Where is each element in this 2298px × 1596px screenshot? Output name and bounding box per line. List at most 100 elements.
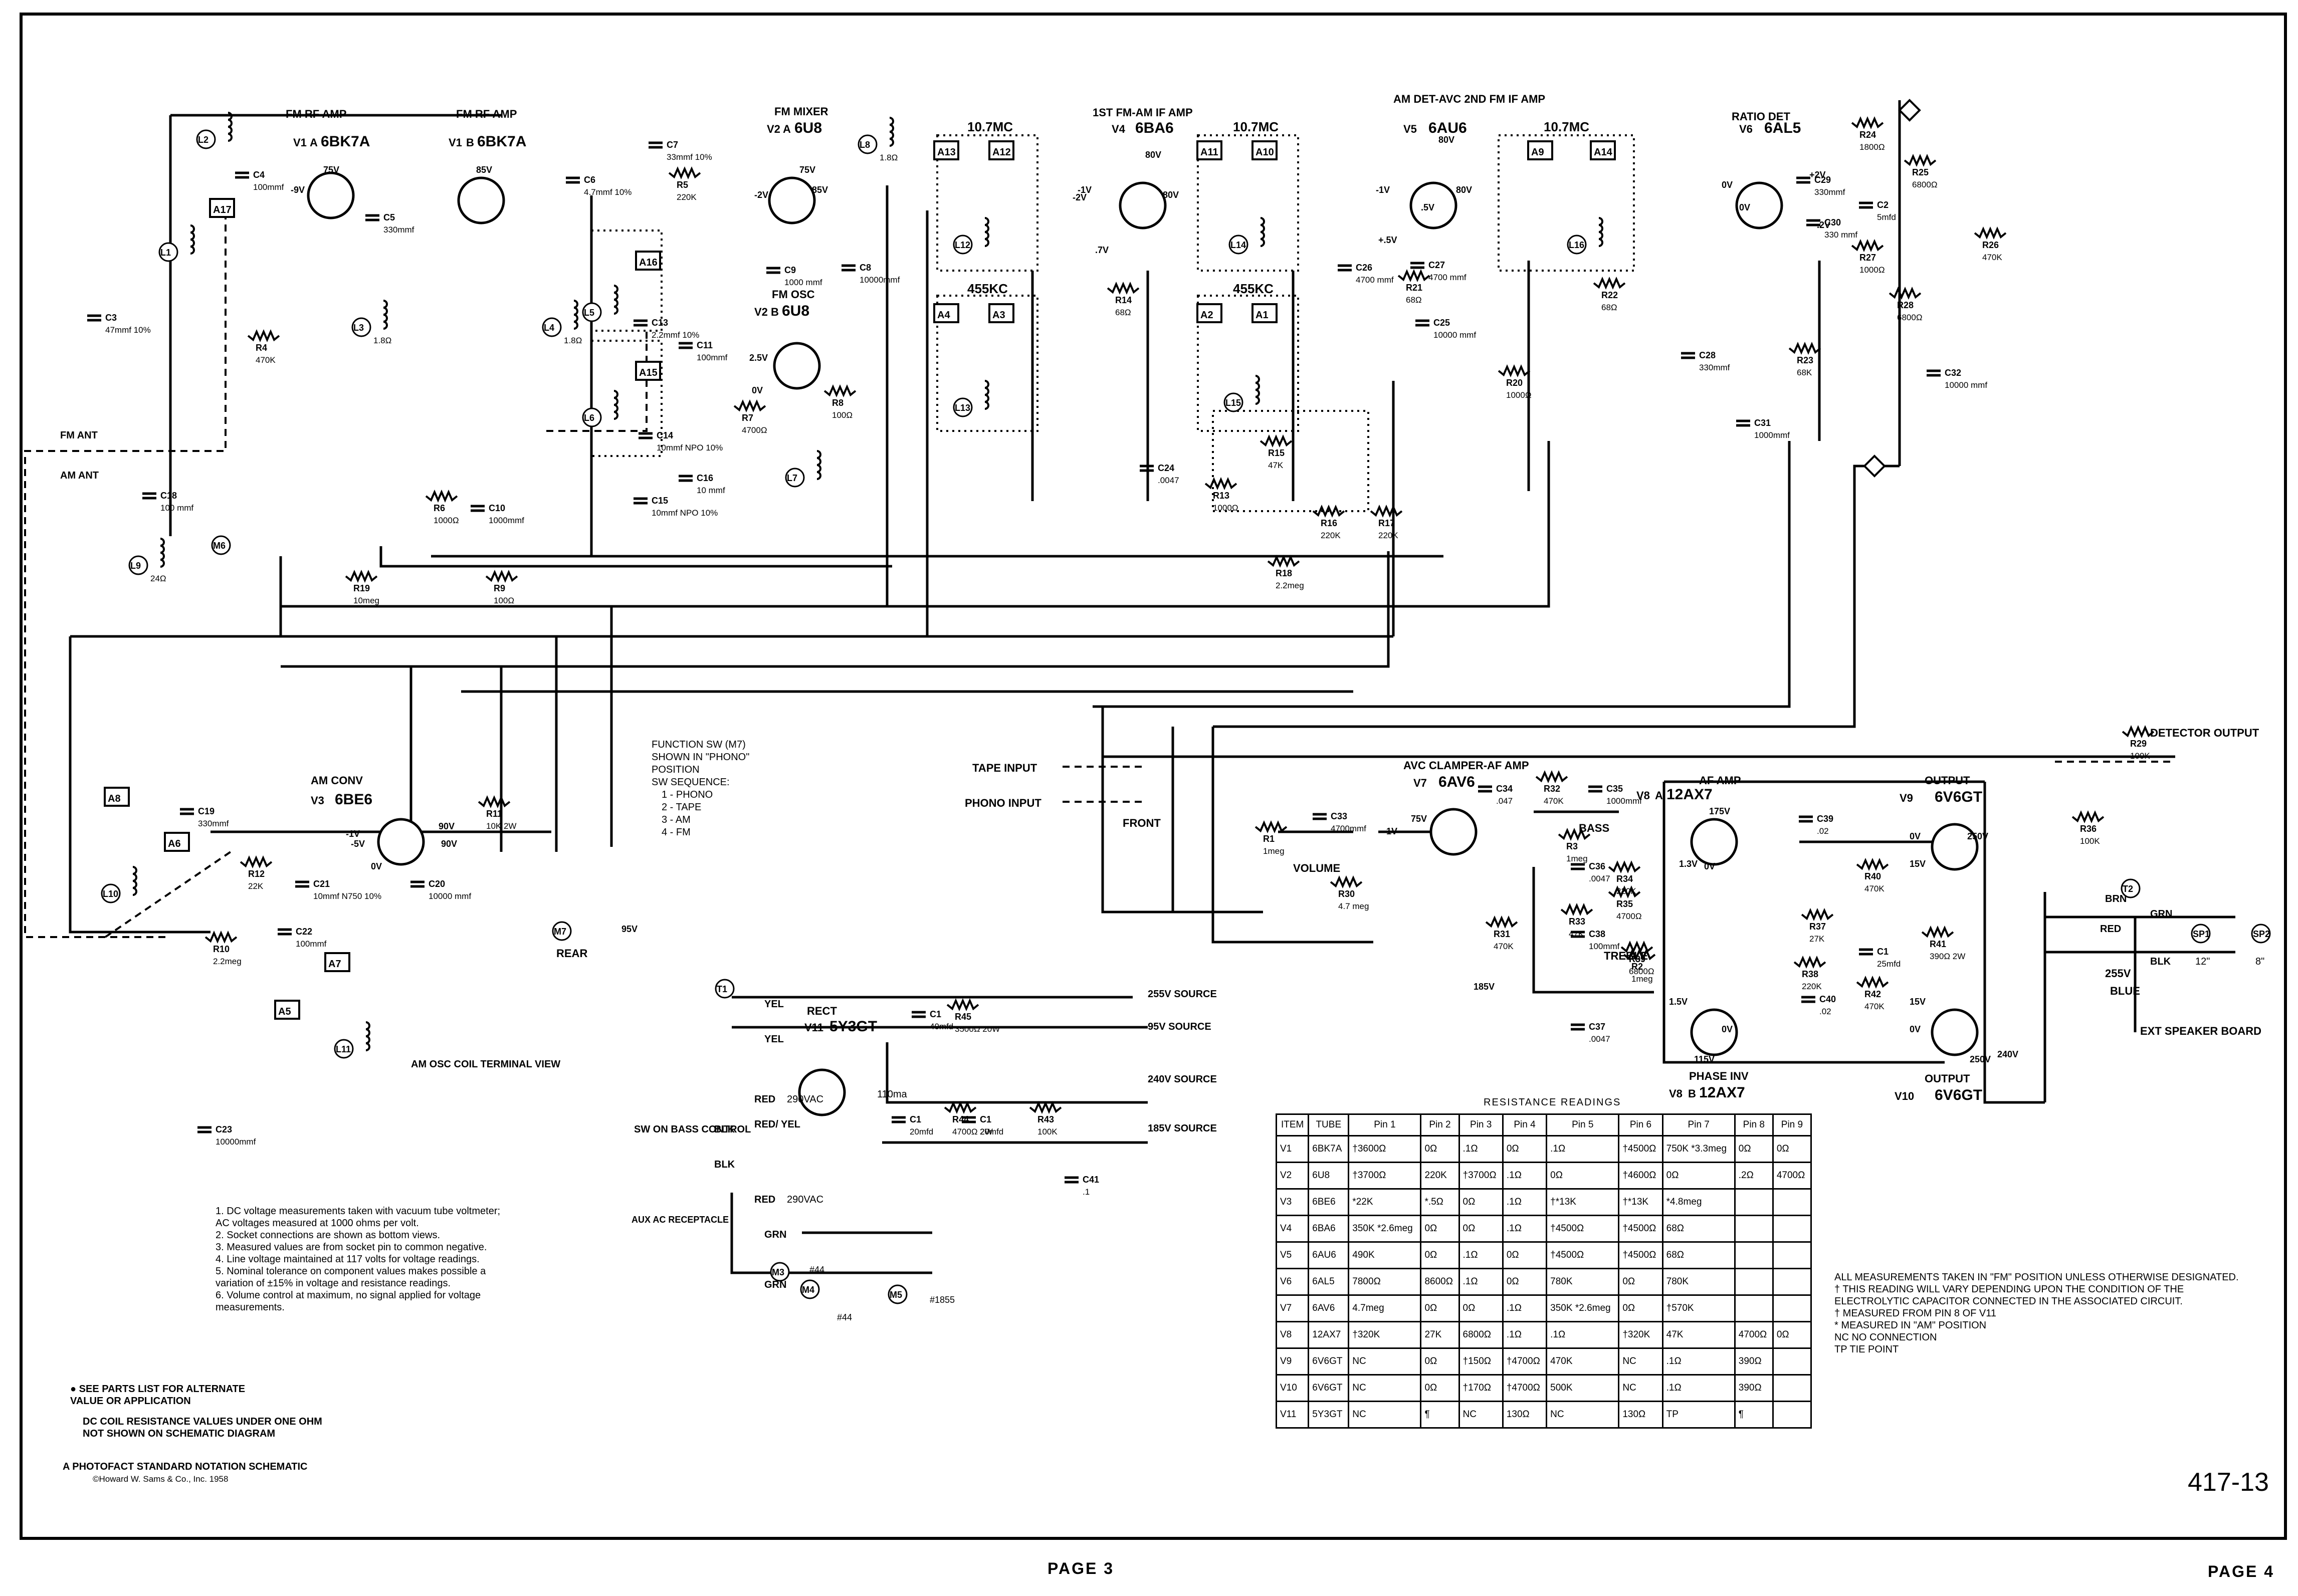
resistor-ref: R35 xyxy=(1616,899,1633,909)
capacitor-symbol xyxy=(278,928,292,936)
source-labels: 255V SOURCE 95V SOURCE 240V SOURCE 185V … xyxy=(1148,989,1217,1134)
table-cell: †150Ω xyxy=(1458,1347,1504,1376)
voltage-label: +2V xyxy=(1809,170,1826,180)
tube-type: 6BK7A xyxy=(477,133,526,150)
note-line: 1. DC voltage measurements taken with va… xyxy=(216,1206,501,1217)
measurement-note: NC NO CONNECTION xyxy=(1834,1332,1937,1343)
tube-type: 6BK7A xyxy=(321,133,370,150)
capacitor-symbol xyxy=(1410,262,1424,269)
note-line: 6. Volume control at maximum, no signal … xyxy=(216,1290,481,1301)
table-cell: 12AX7 xyxy=(1308,1321,1350,1349)
tube-v11: RECT V11 5Y3GT xyxy=(798,1005,877,1116)
table-cell: V3 xyxy=(1275,1188,1310,1216)
capacitor-ref: C2 xyxy=(1877,200,1889,210)
resistor-symbol xyxy=(733,399,766,412)
table-cell: V5 xyxy=(1275,1241,1310,1269)
tube-v7: AVC CLAMPER-AF AMP V7 6AV6 xyxy=(1403,759,1529,856)
table-cell: .1Ω xyxy=(1502,1294,1548,1322)
table-cell: 750K *3.3meg xyxy=(1661,1135,1736,1163)
voltage-label: 1.5V xyxy=(1669,997,1688,1007)
page-label-left: PAGE 3 xyxy=(1048,1559,1114,1577)
tube-function: AVC CLAMPER-AF AMP xyxy=(1403,759,1529,772)
resistance-table-title: RESISTANCE READINGS xyxy=(1484,1097,1621,1108)
misc-ref: SP1 xyxy=(2193,929,2210,939)
capacitor-ref: C28 xyxy=(1699,350,1716,360)
table-cell: 0Ω xyxy=(1734,1135,1774,1163)
measurement-note: † THIS READING WILL VARY DEPENDING UPON … xyxy=(1834,1284,2184,1295)
table-cell: 0Ω xyxy=(1772,1135,1812,1163)
resistor-value: 100K xyxy=(1037,1127,1058,1136)
voltage-label: 0V xyxy=(1704,861,1715,871)
ref-circle xyxy=(800,1279,820,1299)
table-cell: 6V6GT xyxy=(1308,1347,1350,1376)
resistor-symbol xyxy=(946,998,979,1011)
capacitor-symbol xyxy=(679,342,693,349)
capacitor-symbol xyxy=(180,808,194,815)
resistor-ref: R1 xyxy=(1263,834,1275,844)
footer-line: A PHOTOFACT STANDARD NOTATION SCHEMATIC xyxy=(63,1461,308,1472)
coil-ref: L11 xyxy=(336,1044,351,1054)
voltage-label: 90V xyxy=(441,839,457,849)
resistor-symbol xyxy=(1856,976,1889,989)
resistor-value: 10meg xyxy=(353,596,379,605)
coil-ref: L14 xyxy=(1230,240,1246,250)
table-cell: NC xyxy=(1348,1401,1422,1429)
tube-function: OUTPUT xyxy=(1925,774,1970,787)
coil-ref: L5 xyxy=(584,308,594,318)
grn-label: GRN xyxy=(764,1229,786,1240)
resistor-symbol xyxy=(345,570,378,583)
tube-v8b: PHASE INV V8 B 12AX7 xyxy=(1669,1008,1749,1101)
trimmer-box xyxy=(209,198,235,218)
capacitor-symbol xyxy=(1478,785,1492,793)
resistor-ref: R13 xyxy=(1213,491,1229,501)
capacitor-value: 10mmf NPO 10% xyxy=(657,443,723,452)
coil-symbol xyxy=(613,390,618,420)
voltage-label: -2V xyxy=(754,190,768,200)
resistor-symbol xyxy=(1312,505,1345,518)
resistor-symbol xyxy=(1608,860,1641,873)
coil-ref: L1 xyxy=(160,248,171,258)
resistor-value: 1meg xyxy=(1263,846,1285,856)
capacitor-value: 330mmf xyxy=(383,225,414,235)
table-cell: .2Ω xyxy=(1734,1162,1774,1190)
coil-value: 1.8Ω xyxy=(373,336,391,345)
tube-section: B xyxy=(1688,1087,1696,1100)
ref-circle xyxy=(953,397,973,417)
capacitor-value: 2.2mmf 10% xyxy=(652,330,699,340)
aux-ac-label: AUX AC RECEPTACLE xyxy=(632,1215,729,1225)
capacitor-ref: C15 xyxy=(652,496,668,506)
tube-ref: V5 xyxy=(1403,123,1417,135)
capacitor-symbol xyxy=(892,1116,906,1123)
capacitor-value: 1000mmf xyxy=(1754,430,1790,440)
table-cell: 470K xyxy=(1546,1347,1620,1376)
resistor-ref: R7 xyxy=(742,413,753,423)
resistor-ref: R4 xyxy=(256,343,267,353)
table-cell: TP xyxy=(1661,1401,1736,1429)
capacitor-symbol xyxy=(142,492,156,500)
lamp-label: #1855 xyxy=(930,1295,955,1305)
tube-function: AM CONV xyxy=(311,774,363,787)
resistor-ref: R38 xyxy=(1802,969,1818,979)
resistor-symbol xyxy=(1267,555,1300,568)
resistor-value: 4700Ω xyxy=(742,425,767,435)
trimmer-ref: A16 xyxy=(639,257,658,268)
capacitor-symbol xyxy=(1859,201,1873,209)
coil-value: 24Ω xyxy=(150,574,166,583)
capacitor-ref: C26 xyxy=(1356,263,1372,273)
ref-circle xyxy=(582,302,602,322)
function-switch-line: SHOWN IN "PHONO" xyxy=(652,752,749,763)
table-cell xyxy=(1772,1215,1812,1243)
table-cell: ¶ xyxy=(1734,1401,1774,1429)
voltage-label: 80V xyxy=(1163,190,1179,200)
tube-ref: V1 xyxy=(293,136,307,149)
table-cell xyxy=(1734,1215,1774,1243)
ref-circle xyxy=(158,242,178,262)
ref-circle xyxy=(334,1039,354,1059)
tube-v1a: FM RF AMP V1 A 6BK7A xyxy=(286,108,370,219)
resistor-value: 470K xyxy=(256,355,276,365)
capacitor-symbol xyxy=(1859,948,1873,956)
sp2-size: 8" xyxy=(2255,956,2264,967)
